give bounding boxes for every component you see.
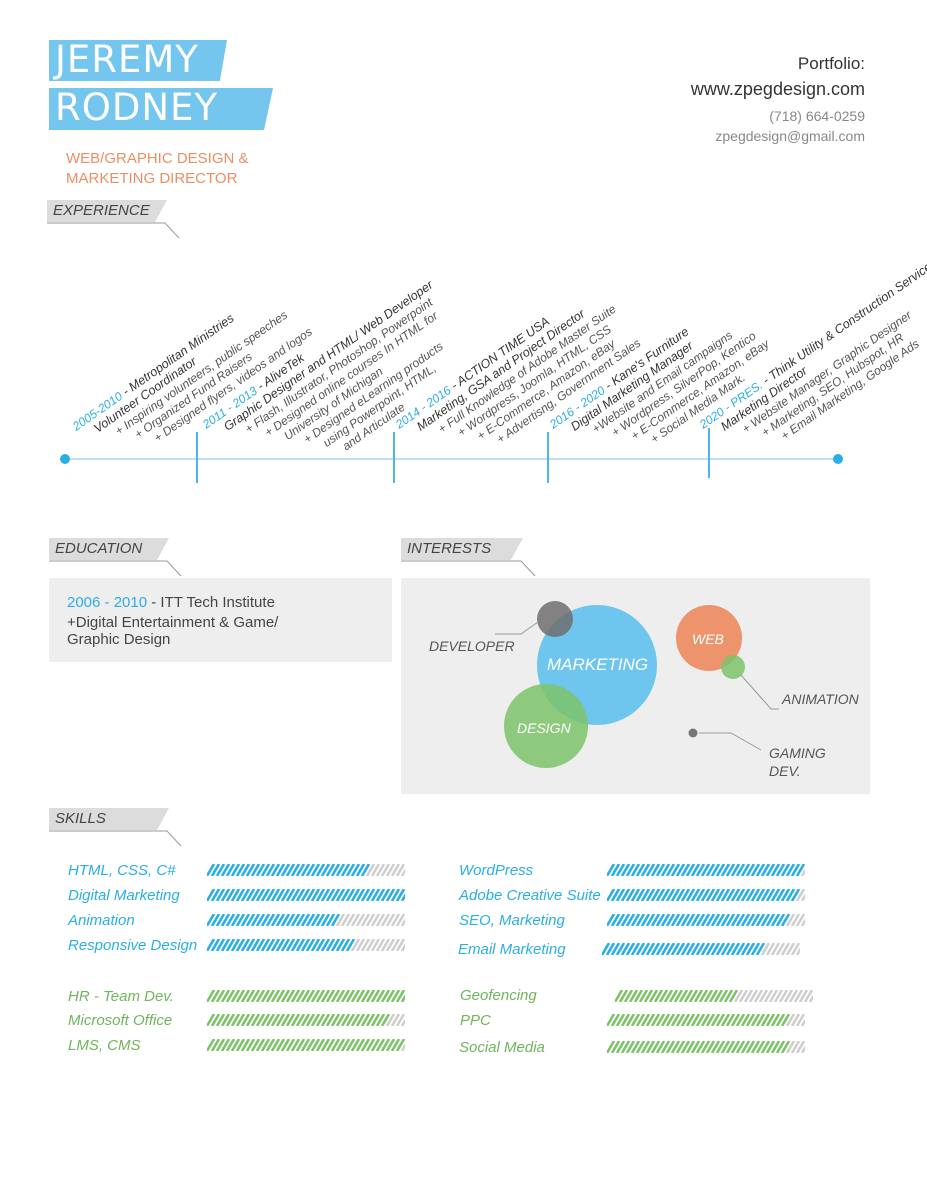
skill-label: HR - Team Dev. [68,988,174,1005]
timeline-axis [60,428,843,483]
skill-bar [207,939,405,951]
skill-bar [207,914,405,926]
developer-label: DEVELOPER [429,638,515,654]
phone-number: (718) 664-0259 [769,108,865,124]
skill-label: SEO, Marketing [459,912,565,929]
education-box [49,578,392,662]
interests-header-line [401,560,536,577]
skill-bar [207,1039,405,1051]
role-line-1: WEB/GRAPHIC DESIGN & [66,150,249,167]
skill-bar [615,990,813,1002]
skill-bar [207,889,405,901]
education-header: EDUCATION [49,538,169,560]
skill-bar [602,943,800,955]
gaming-label-2: DEV. [769,763,801,779]
skill-label: LMS, CMS [68,1037,141,1054]
skill-bar [207,864,405,876]
skill-label: Geofencing [460,987,537,1004]
timeline-end-dot [833,454,843,464]
skill-label: Adobe Creative Suite [459,887,601,904]
skill-label: Microsoft Office [68,1012,173,1029]
animation-label: ANIMATION [782,691,859,707]
experience-header-line [47,222,180,239]
skill-bar [607,864,805,876]
developer-leader-line [495,621,539,635]
portfolio-label: Portfolio: [797,54,865,73]
timeline-start-dot [60,454,70,464]
design-label: DESIGN [517,720,571,736]
animation-leader-line [740,674,779,710]
education-detail-1: +Digital Entertainment & Game/ [67,614,279,631]
education-header-line [49,560,182,577]
skill-bar [207,990,405,1002]
skill-label: Animation [68,912,135,929]
email-link[interactable]: zpegdesign@gmail.com [715,128,865,144]
web-bubble [676,605,742,671]
skill-label: PPC [460,1012,491,1029]
first-name: JEREMY [49,40,227,81]
design-bubble [504,684,588,768]
last-name: RODNEY [49,88,273,130]
developer-bubble [537,601,573,637]
skill-label: Email Marketing [458,941,566,958]
skills-header-line [49,830,182,847]
skill-bar [607,1041,805,1053]
interests-bubble-chart [495,601,779,768]
skill-label: Responsive Design [68,937,198,954]
interests-header: INTERESTS [401,538,523,560]
portfolio-link[interactable]: www.zpegdesign.com [690,79,865,99]
skills-header: SKILLS [49,808,169,830]
experience-header: EXPERIENCE [47,200,167,222]
marketing-label: MARKETING [547,655,649,674]
skill-bar [607,1014,805,1026]
education-school-name: - ITT Tech Institute [147,594,275,611]
skill-label: WordPress [459,862,534,879]
skill-bar [607,889,805,901]
animation-bubble [721,655,745,679]
role-line-2: MARKETING DIRECTOR [66,170,238,187]
gaming-leader-line [699,732,762,751]
education-detail-2: Graphic Design [67,631,171,648]
gaming-label-1: GAMING [769,745,826,761]
skill-bar [607,914,805,926]
gaming-dot [688,728,698,738]
skill-label: HTML, CSS, C# [68,862,176,879]
web-label: WEB [692,631,724,647]
skill-bar [207,1014,405,1026]
skill-label: Digital Marketing [68,887,180,904]
education-years: 2006 - 2010 [67,594,148,611]
education-school: 2006 - 2010 - ITT Tech Institute [67,594,275,611]
skill-label: Social Media [459,1039,545,1056]
